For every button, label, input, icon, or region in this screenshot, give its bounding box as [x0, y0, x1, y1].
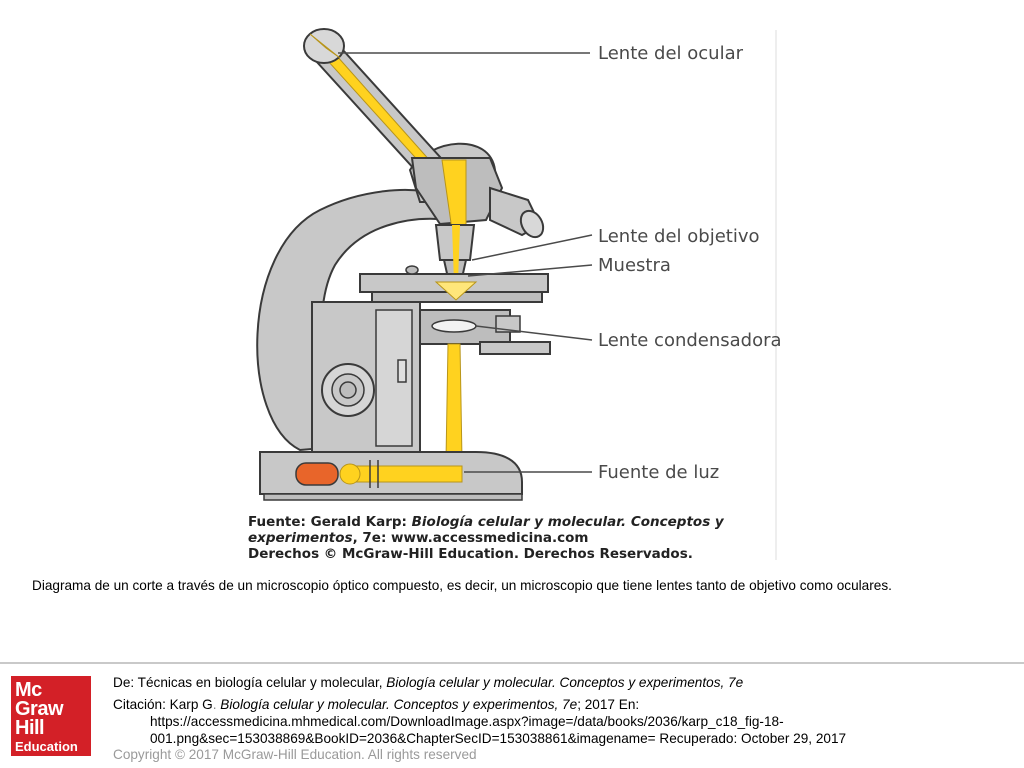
- leader-condenser: [475, 325, 593, 341]
- condenser-lens: [431, 319, 477, 333]
- leader-objective: [471, 234, 593, 261]
- prism-housing: [410, 157, 545, 239]
- logo-line-1: Mc: [15, 679, 42, 701]
- label-objective-lens: Lente del objetivo: [598, 226, 760, 247]
- footer-divider: [0, 662, 1024, 664]
- leader-sample: [467, 264, 593, 277]
- figure-source-line-1: Fuente: Gerald Karp: Biología celular y …: [248, 514, 724, 530]
- footer-from-title: Biología celular y molecular. Conceptos …: [386, 675, 744, 690]
- label-condenser-lens: Lente condensadora: [598, 330, 780, 351]
- footer-citation-dot: .: [212, 697, 217, 712]
- footer-citation-prefix: Citación: Karp G: [113, 697, 213, 712]
- footer-citation-rest: ; 2017 En:: [577, 697, 640, 712]
- label-sample: Muestra: [598, 255, 671, 276]
- label-light-source: Fuente de luz: [598, 462, 719, 483]
- footer-from: De: Técnicas en biología celular y molec…: [113, 675, 743, 690]
- microscope-diagram: Lente del ocular Lente del objetivo Mues…: [256, 28, 780, 560]
- footer-citation: Citación: Karp G. Biología celular y mol…: [113, 697, 639, 712]
- stage: [359, 265, 549, 303]
- mcgraw-hill-logo: Mc Graw Hill Education: [11, 676, 91, 756]
- source-url: , 7e: www.accessmedicina.com: [352, 530, 589, 546]
- source-rights: Derechos © McGraw-Hill Education. Derech…: [248, 546, 693, 562]
- figure-source-line-3: Derechos © McGraw-Hill Education. Derech…: [248, 546, 693, 562]
- logo-line-3: Hill: [15, 717, 45, 739]
- lamp: [295, 462, 339, 486]
- footer-url-line-2[interactable]: 001.png&sec=153038869&BookID=2036&Chapte…: [150, 731, 847, 746]
- footer-citation-title: Biología celular y molecular. Conceptos …: [216, 697, 578, 712]
- microscope-pillar: [311, 301, 421, 453]
- label-eyepiece-lens: Lente del ocular: [598, 43, 744, 64]
- microscope-base: [259, 451, 523, 501]
- eyepiece-tube: [303, 28, 452, 184]
- logo-line-2: Graw: [15, 698, 64, 720]
- microscope-figure: Lente del ocular Lente del objetivo Mues…: [240, 20, 780, 568]
- source-title-2: experimentos: [248, 530, 353, 546]
- source-title-1: Biología celular y molecular. Conceptos …: [411, 514, 724, 530]
- figure-source-line-2: experimentos, 7e: www.accessmedicina.com: [248, 530, 588, 546]
- condenser-assembly: [419, 309, 551, 461]
- figure-caption: Diagrama de un corte a través de un micr…: [32, 578, 892, 593]
- footer-from-prefix: De: Técnicas en biología celular y molec…: [113, 675, 387, 690]
- source-prefix: Fuente: Gerald Karp:: [248, 514, 412, 530]
- footer-url-line-1[interactable]: https://accessmedicina.mhmedical.com/Dow…: [150, 714, 784, 729]
- footer-copyright: Copyright © 2017 McGraw-Hill Education. …: [113, 747, 477, 762]
- logo-line-4: Education: [15, 739, 78, 754]
